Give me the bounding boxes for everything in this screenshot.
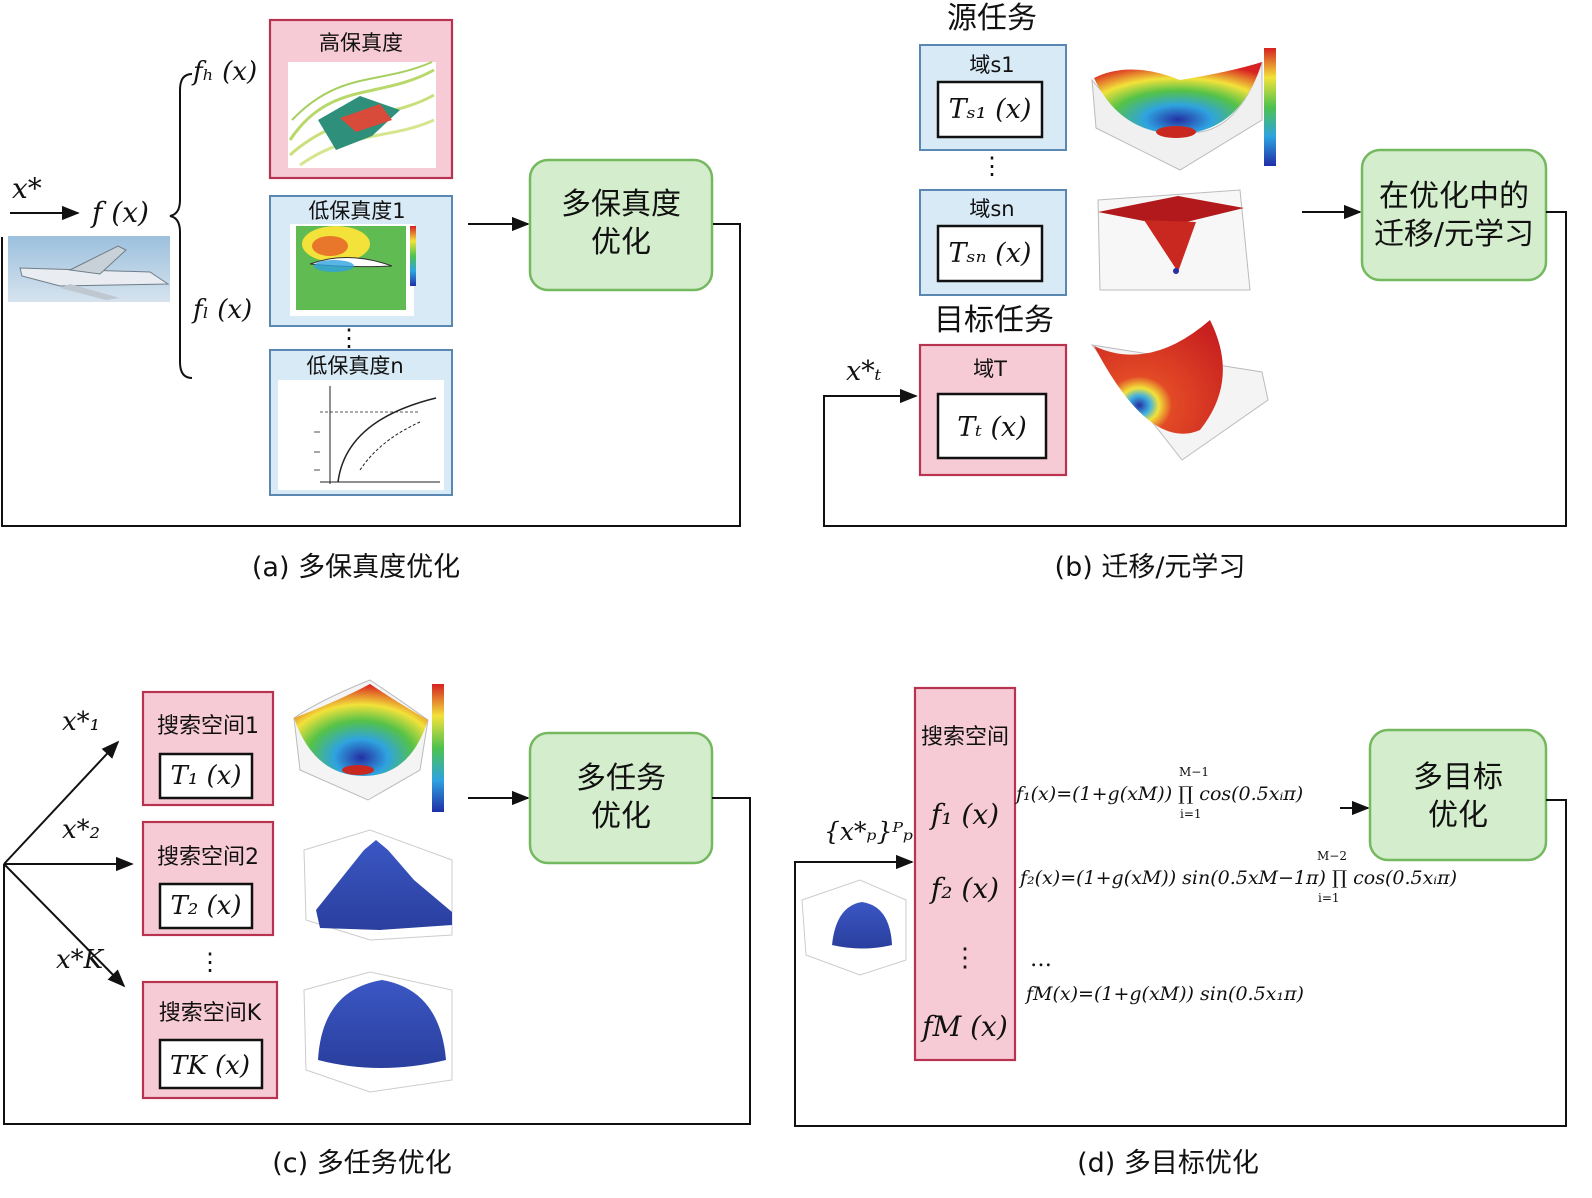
caption-a: (a) 多保真度优化 xyxy=(252,552,460,583)
pareto-plot-d xyxy=(801,879,907,976)
surface-plot-target xyxy=(1090,320,1269,461)
hf-function-label: fₕ (x) xyxy=(191,57,257,87)
formula-1: f₁(x)=(1+g(xM)) ∏ cos(0.5xᵢπ) xyxy=(1014,783,1303,805)
caption-c: (c) 多任务优化 xyxy=(272,1148,452,1179)
formulas: f₁(x)=(1+g(xM)) ∏ cos(0.5xᵢπ) M−1 i=1 f₂… xyxy=(1014,765,1457,1005)
input-label-a: x* xyxy=(12,172,42,205)
source-task-label: 源任务 xyxy=(947,1,1037,36)
input-label-d: {x*ₚ}ᴾₚ xyxy=(824,817,913,846)
input-label-c-k: x*K xyxy=(56,945,105,975)
drag-polar-chart xyxy=(278,380,444,490)
prod-lower-1: i=1 xyxy=(1180,807,1202,821)
search-space-1-title: 搜索空间1 xyxy=(157,714,259,739)
task-1-label: T₁ (x) xyxy=(171,761,242,791)
objective-m: fM (x) xyxy=(920,1010,1008,1043)
surface-plot-s1 xyxy=(1091,48,1276,171)
formula-m: fM(x)=(1+g(xM)) sin(0.5x₁π) xyxy=(1024,983,1304,1005)
airfoil-image xyxy=(290,224,416,316)
task-1-box xyxy=(158,752,254,800)
input-label-c-2: x*₂ xyxy=(62,815,100,845)
task-sn-label: Tₛₙ (x) xyxy=(949,238,1032,269)
formula-ellipsis: … xyxy=(1030,947,1052,972)
caption-b: (b) 迁移/元学习 xyxy=(1055,552,1246,583)
feedback-loop-a xyxy=(1,223,741,527)
aircraft-image xyxy=(8,236,170,302)
task-sn-box xyxy=(936,224,1044,283)
opt-box-c-line2: 优化 xyxy=(591,799,651,834)
domain-s1-label: 域s1 xyxy=(969,53,1014,77)
input-label-c-1: x*₁ xyxy=(62,707,100,737)
opt-box-a xyxy=(528,158,714,292)
feedback-loop-b xyxy=(823,211,1567,527)
cfd-image xyxy=(288,61,436,168)
input-arrow-c-1 xyxy=(3,740,120,865)
lf-function-label: fₗ (x) xyxy=(191,295,252,325)
task-2-box xyxy=(158,882,254,930)
prod-upper-2: M−2 xyxy=(1317,849,1347,863)
search-space-ellipsis: ⋮ xyxy=(198,948,222,976)
formula-2: f₂(x)=(1+g(xM)) sin(0.5xM−1π) ∏ cos(0.5x… xyxy=(1018,867,1457,889)
panel-d: 搜索空间 f₁ (x) f₂ (x) ⋮ fM (x) f₁(x)=(1+g(x… xyxy=(794,686,1567,1179)
hf-box-title: 高保真度 xyxy=(319,31,403,55)
input-arrow-c-k xyxy=(3,863,126,988)
pareto-plot-c2 xyxy=(303,829,453,941)
prod-upper-1: M−1 xyxy=(1179,765,1209,779)
search-space-2-title: 搜索空间2 xyxy=(157,845,259,870)
domain-t-label: 域T xyxy=(973,357,1007,381)
task-k-label: TK (x) xyxy=(170,1051,250,1081)
feedback-loop-d xyxy=(794,799,1567,1127)
lf-box-1-title: 低保真度1 xyxy=(308,199,405,223)
search-space-k-title: 搜索空间K xyxy=(159,1001,262,1026)
task-t-label: Tₜ (x) xyxy=(957,412,1027,443)
objective-2: f₂ (x) xyxy=(929,872,999,905)
opt-box-d-line2: 优化 xyxy=(1428,798,1488,833)
objective-1: f₁ (x) xyxy=(929,798,999,831)
search-space-d-title: 搜索空间 xyxy=(921,725,1009,750)
opt-box-b-line2: 迁移/元学习 xyxy=(1374,217,1534,252)
function-label-a: f (x) xyxy=(90,196,149,229)
opt-box-c-line1: 多任务 xyxy=(576,761,666,796)
opt-box-d-line1: 多目标 xyxy=(1413,760,1503,795)
target-task-label: 目标任务 xyxy=(934,303,1054,338)
caption-d: (d) 多目标优化 xyxy=(1077,1148,1259,1179)
task-s1-box xyxy=(936,80,1044,139)
opt-box-d xyxy=(1368,728,1548,862)
feedback-loop-c xyxy=(3,797,751,1125)
panel-a: x* f (x) fₕ (x) fₗ (x) 高保真度 低保真度1 xyxy=(1,18,741,583)
opt-box-c xyxy=(528,731,714,865)
task-s1-label: Tₛ₁ (x) xyxy=(949,94,1032,125)
pareto-plot-ck xyxy=(303,971,453,1093)
panel-b: 源任务 域s1 Tₛ₁ (x) ⋮ 域sn Tₛₙ (x) 目标任务 域T Tₜ… xyxy=(823,1,1567,583)
domain-sn-label: 域sn xyxy=(969,197,1014,221)
panel-c: x*₁ x*₂ x*K 搜索空间1 T₁ (x) 搜索空间2 T₂ (x) ⋮ … xyxy=(3,679,751,1179)
task-t-box xyxy=(936,392,1048,460)
opt-box-b xyxy=(1360,148,1548,282)
input-label-b: x*ₜ xyxy=(846,356,882,387)
task-2-label: T₂ (x) xyxy=(171,891,242,921)
opt-box-a-line1: 多保真度 xyxy=(561,187,681,222)
source-ellipsis: ⋮ xyxy=(980,152,1004,180)
lf-ellipsis-a: ⋮ xyxy=(337,324,361,352)
search-space-d-box xyxy=(913,686,1017,1062)
opt-box-b-line1: 在优化中的 xyxy=(1379,179,1529,214)
prod-lower-2: i=1 xyxy=(1318,891,1340,905)
lf-box-n-title: 低保真度n xyxy=(306,354,403,378)
brace xyxy=(169,73,193,379)
objective-ellipsis: ⋮ xyxy=(952,943,978,973)
surface-plot-c1 xyxy=(293,679,444,812)
task-k-box xyxy=(158,1038,264,1090)
surface-plot-sn xyxy=(1097,189,1251,291)
opt-box-a-line2: 优化 xyxy=(591,225,651,260)
